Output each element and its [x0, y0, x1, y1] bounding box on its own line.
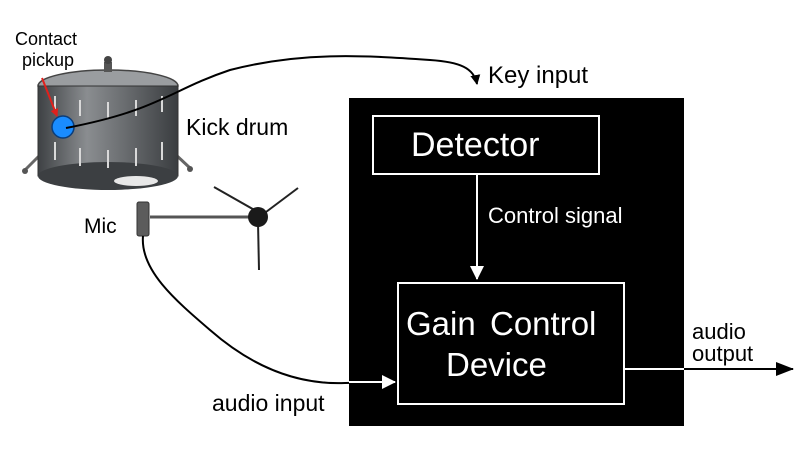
audio-output-label-line1: audio	[692, 319, 746, 344]
detector-label: Detector	[411, 126, 540, 164]
gain-label: Gain	[406, 305, 476, 342]
key-input-cable	[65, 55, 481, 129]
kick-drum-icon	[22, 56, 193, 190]
audio-input-label: audio input	[212, 390, 325, 416]
pickup-pointer-arrow	[41, 77, 59, 117]
contact-pickup-label-line1: Contact	[15, 29, 78, 49]
device-label: Device	[446, 346, 547, 383]
gain-control-box	[397, 282, 625, 405]
contact-pickup-label-line2: pickup	[22, 50, 75, 70]
audio-output-label-line2: output	[692, 341, 754, 366]
control-signal-label: Control signal	[488, 203, 623, 228]
mic-cable	[141, 235, 394, 385]
detector-box	[372, 115, 600, 175]
control-label: Control	[490, 305, 597, 342]
kick-drum-label: Kick drum	[186, 114, 289, 140]
microphone-icon	[136, 186, 299, 271]
key-input-label: Key input	[488, 62, 589, 89]
mic-label: Mic	[84, 215, 117, 238]
